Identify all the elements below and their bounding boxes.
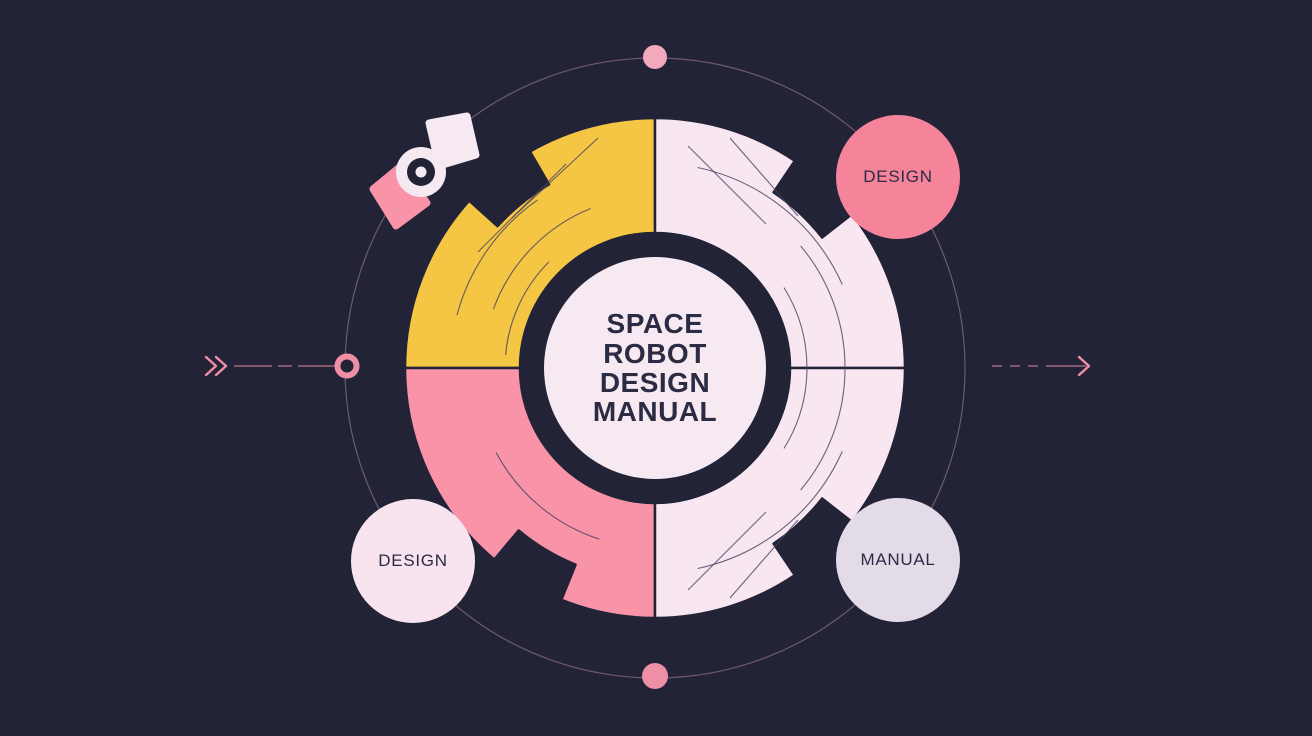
satellite-icon (369, 112, 480, 230)
chevron-right-icon (214, 355, 228, 377)
orbit-dot-left-ring (334, 353, 360, 379)
satellite-lens-core (415, 166, 427, 178)
center-circle (544, 257, 766, 479)
chevron-right-icon (204, 355, 218, 377)
center-title: SPACE ROBOT DESIGN MANUAL (592, 308, 718, 428)
satellite-panel-pink (369, 161, 431, 230)
decorative-hairlines (456, 137, 846, 599)
badge-label: DESIGN (378, 551, 448, 570)
badge-label: DESIGN (863, 167, 933, 186)
badge-manual-bottom-right: MANUAL (836, 498, 960, 622)
orbit-dot-top (643, 45, 667, 69)
badge-label: MANUAL (860, 550, 936, 569)
arrow-right (992, 355, 1091, 377)
arrow-left (204, 355, 336, 377)
badge-design-bottom-left: DESIGN (351, 499, 475, 623)
orbit-dot-bottom (642, 663, 668, 689)
chevron-right-icon (1077, 355, 1091, 377)
satellite-panel-white (425, 112, 480, 170)
badge-design-top-right: DESIGN (836, 115, 960, 239)
